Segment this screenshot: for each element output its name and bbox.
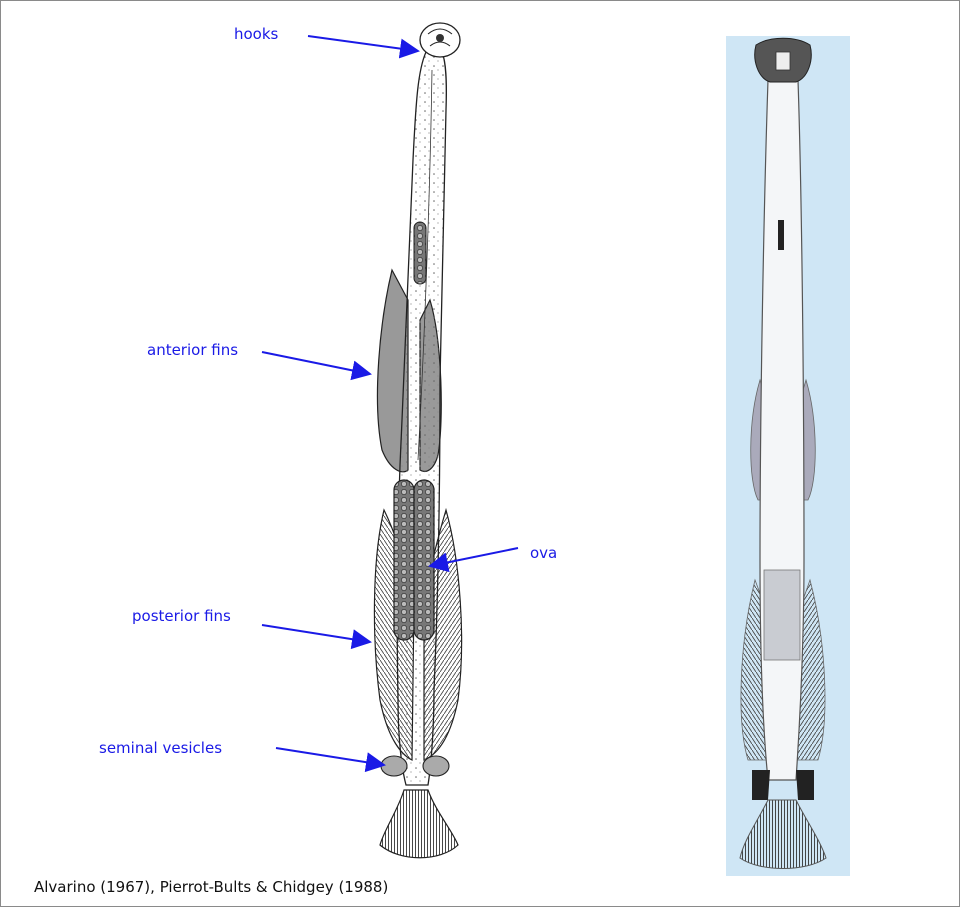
- hooks-arrow: [308, 36, 418, 51]
- arrow-worm-photo: [726, 36, 850, 876]
- label-anterior-fins: anterior fins: [147, 341, 238, 359]
- arrow-worm-drawing: [374, 23, 461, 858]
- gut-segment: [414, 222, 426, 284]
- ovary-right: [414, 480, 434, 640]
- seminal-vesicle-left: [381, 756, 407, 776]
- tail-fin: [380, 790, 458, 858]
- label-seminal-vesicles: seminal vesicles: [99, 739, 222, 757]
- label-hooks: hooks: [234, 25, 278, 43]
- figure-caption: Alvarino (1967), Pierrot-Bults & Chidgey…: [34, 878, 388, 896]
- ovary-left: [394, 480, 414, 640]
- posterior-fins-arrow: [262, 625, 370, 642]
- seminal-vesicles-arrow: [276, 748, 384, 765]
- anterior-fins-arrow: [262, 352, 370, 374]
- label-posterior-fins: posterior fins: [132, 607, 231, 625]
- seminal-vesicle-right: [423, 756, 449, 776]
- label-ova: ova: [530, 544, 557, 562]
